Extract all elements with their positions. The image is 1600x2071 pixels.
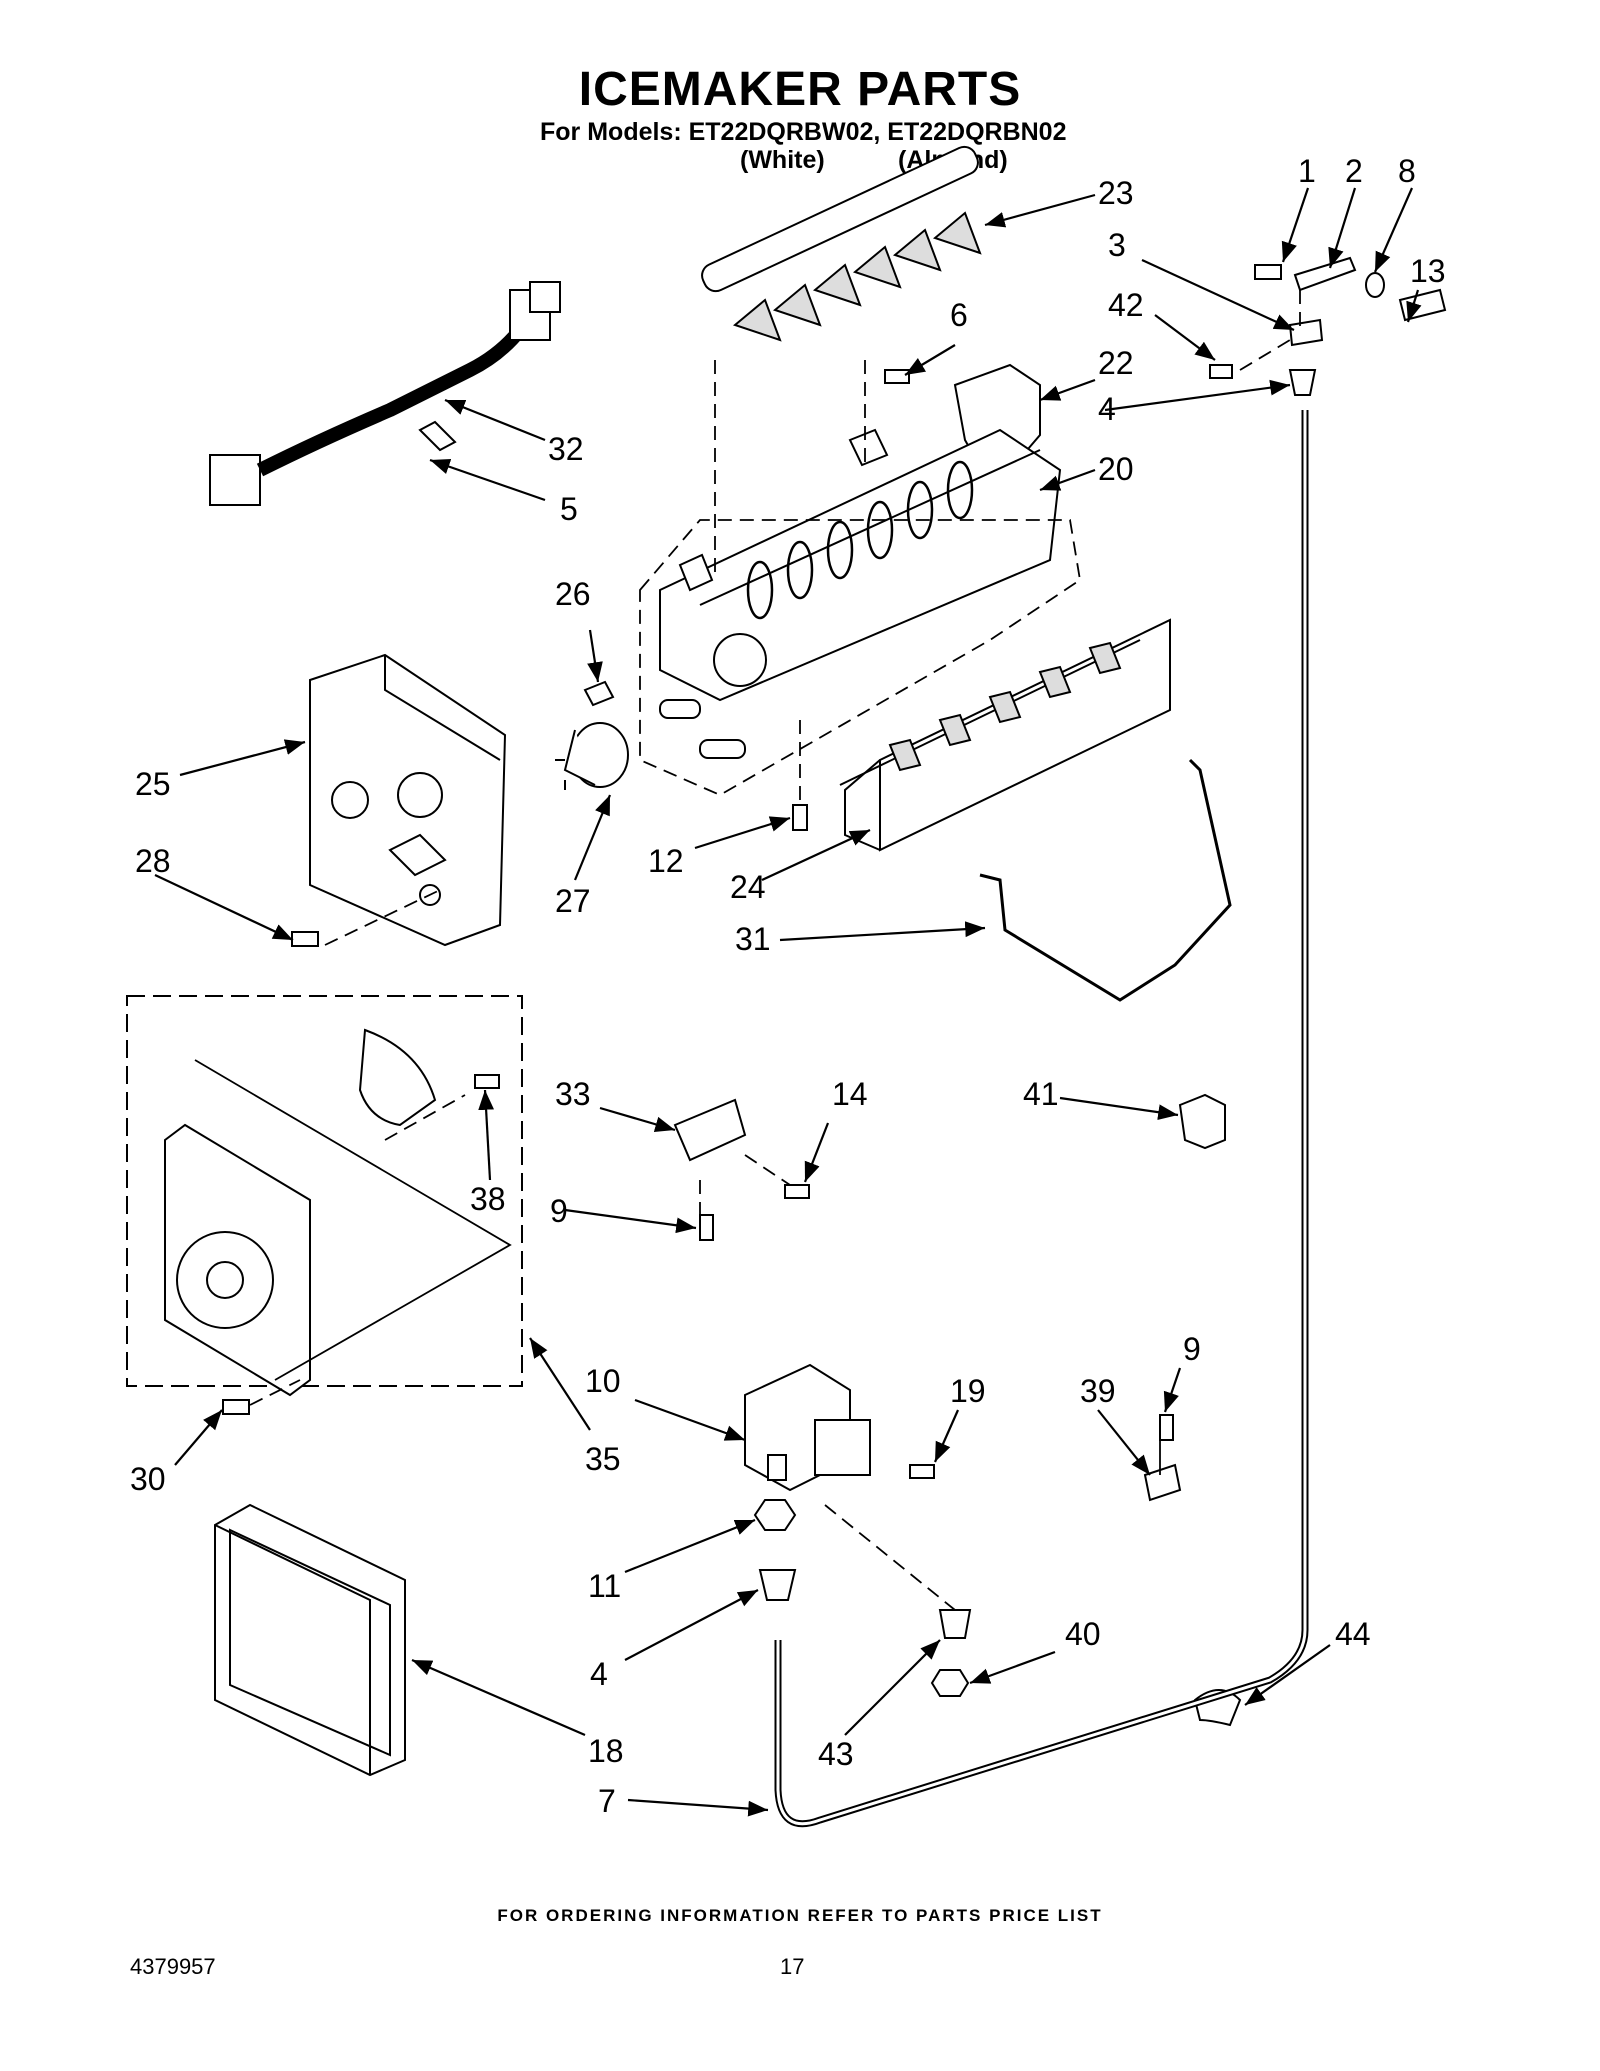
callout-4: 4 [1098, 391, 1116, 427]
callout-4b: 4 [590, 1656, 608, 1692]
callout-39: 39 [1080, 1373, 1116, 1409]
clip-part-39 [1143, 1463, 1182, 1502]
callout-5: 5 [560, 491, 578, 527]
callout-2: 2 [1345, 153, 1363, 189]
screw-part-9b [1159, 1414, 1174, 1441]
callout-40: 40 [1065, 1616, 1101, 1652]
callout-32: 32 [548, 431, 584, 467]
clamp-part-3 [1288, 318, 1324, 347]
callout-25: 25 [135, 766, 171, 802]
callout-31: 31 [735, 921, 771, 957]
color-label-white: (White) [740, 146, 825, 174]
callout-41: 41 [1023, 1076, 1059, 1112]
callout-42: 42 [1108, 287, 1144, 323]
callout-10: 10 [585, 1363, 621, 1399]
callout-12: 12 [648, 843, 684, 879]
bracket-part [673, 1098, 747, 1162]
screw-part-42 [1209, 364, 1233, 379]
ejector-part [701, 145, 982, 342]
sleeve-part [1398, 288, 1447, 322]
callout-19: 19 [950, 1373, 986, 1409]
motor-module-part [164, 1028, 437, 1397]
callout-6: 6 [950, 297, 968, 333]
callout-14: 14 [832, 1076, 868, 1112]
callout-44: 44 [1335, 1616, 1371, 1652]
callout-28: 28 [135, 843, 171, 879]
callout-8: 8 [1398, 153, 1416, 189]
page-number: 17 [780, 1954, 805, 1979]
screw-part-19 [909, 1464, 935, 1479]
callout-43: 43 [818, 1736, 854, 1772]
screw-part-12 [792, 804, 808, 831]
wire-harness-part [209, 281, 561, 506]
screw-part-9 [699, 1214, 714, 1241]
screw-part-28 [291, 931, 319, 947]
document-number: 4379957 [130, 1954, 216, 1979]
screw-part-30 [222, 1399, 250, 1415]
compression-fitting-part-top [1288, 369, 1317, 396]
callout-30: 30 [130, 1461, 166, 1497]
ordering-note: FOR ORDERING INFORMATION REFER TO PARTS … [497, 1906, 1103, 1925]
screw-part-1 [1254, 264, 1282, 280]
callout-35: 35 [585, 1441, 621, 1477]
callout-20: 20 [1098, 451, 1134, 487]
callout-7: 7 [598, 1783, 616, 1819]
screw-part-38 [474, 1074, 500, 1089]
screw-part-6 [884, 369, 910, 384]
callout-13: 13 [1410, 253, 1446, 289]
fill-tube-part [1293, 256, 1357, 292]
module-assembly-frame [126, 995, 523, 1387]
callout-26: 26 [555, 576, 591, 612]
callout-38: 38 [470, 1181, 506, 1217]
callout-33: 33 [555, 1076, 591, 1112]
callout-3: 3 [1108, 227, 1126, 263]
ice-guide-part [839, 618, 1171, 852]
models-subtitle: For Models: ET22DQRBW02, ET22DQRBN02 [540, 118, 1067, 146]
mounting-pad-part [214, 1503, 406, 1777]
clip-part [583, 680, 615, 707]
callout-27: 27 [555, 883, 591, 919]
compression-fitting-part [758, 1569, 797, 1601]
page-title: ICEMAKER PARTS [578, 63, 1022, 116]
callout-23: 23 [1098, 175, 1134, 211]
thermostat-part [555, 722, 629, 790]
callout-22: 22 [1098, 345, 1134, 381]
callout-1: 1 [1298, 153, 1316, 189]
callout-18: 18 [588, 1733, 624, 1769]
nut-part-40 [930, 1669, 970, 1697]
tube-clip-part [1178, 1093, 1226, 1150]
control-housing-part [309, 653, 507, 947]
water-valve-part [744, 1363, 871, 1492]
ice-mold-part [659, 428, 1062, 759]
callout-24: 24 [730, 869, 766, 905]
callout-9b: 9 [1183, 1331, 1201, 1367]
callout-9: 9 [550, 1193, 568, 1229]
shutoff-arm-part [979, 758, 1232, 1002]
callout-11: 11 [588, 1568, 621, 1604]
washer-part [1365, 272, 1385, 298]
adapter-part [938, 1609, 972, 1639]
screw-part-14 [784, 1184, 810, 1199]
nut-part [753, 1499, 797, 1531]
